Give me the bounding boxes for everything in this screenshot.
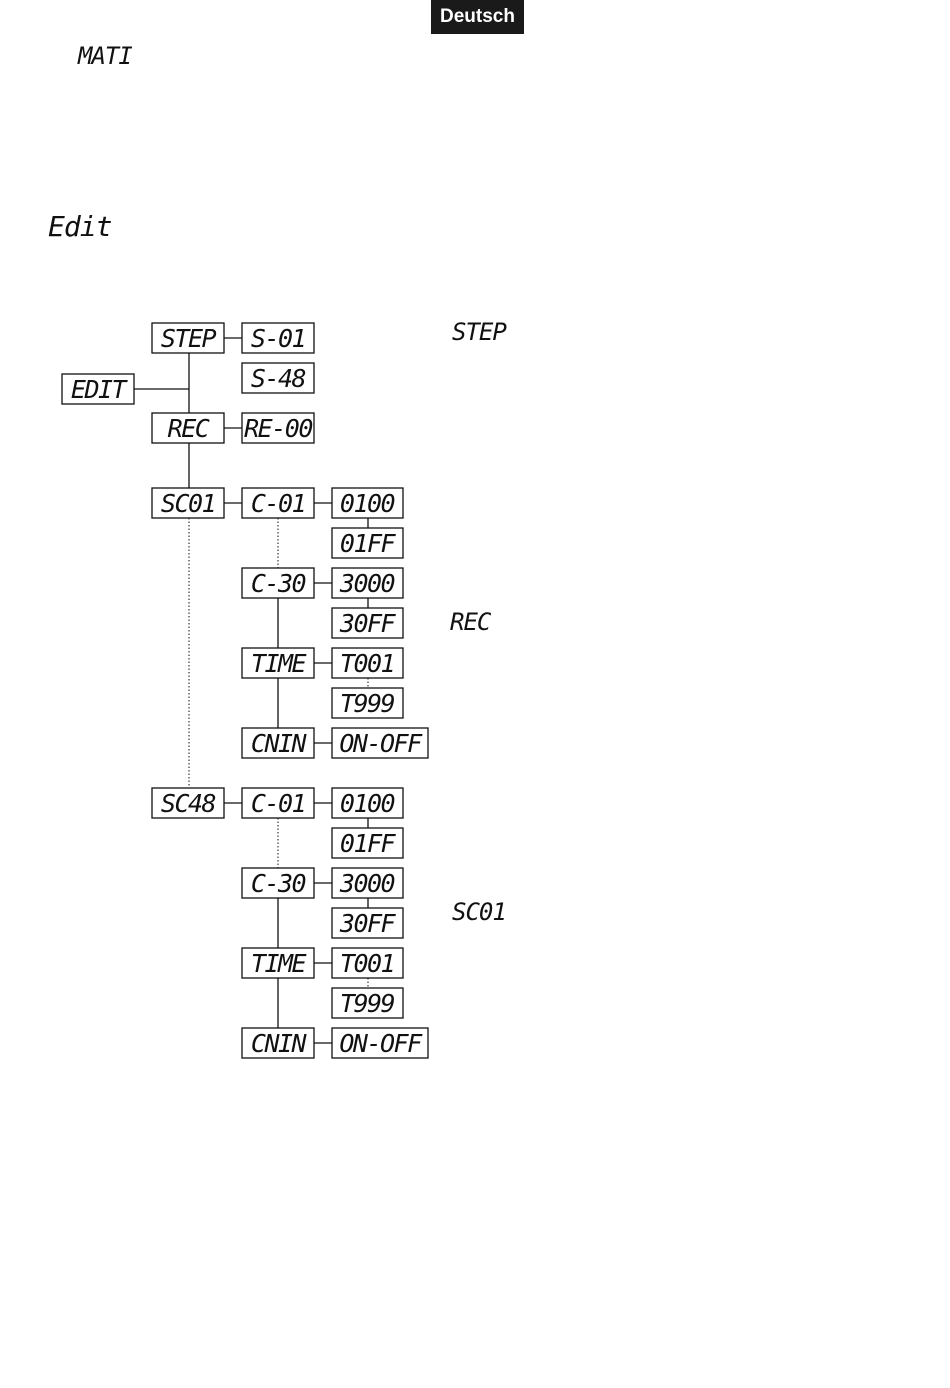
node-rec: REC [152, 413, 224, 443]
node-sc01-label: SC01 [161, 489, 215, 518]
node-b-t999-label: T999 [340, 989, 395, 1018]
node-b-c30-on: 3000 [332, 868, 403, 898]
node-b-c30: C-30 [242, 868, 314, 898]
node-b-c30-off: 30FF [332, 908, 403, 938]
node-a-c30-label: C-30 [251, 569, 306, 598]
node-a-c01: C-01 [242, 488, 314, 518]
node-a-c30: C-30 [242, 568, 314, 598]
node-b-time-label: TIME [251, 949, 307, 978]
node-rec-label: REC [168, 414, 210, 443]
node-sc01: SC01 [152, 488, 224, 518]
node-a-onoff-label: ON-OFF [339, 729, 423, 758]
node-step: STEP [152, 323, 224, 353]
node-a-t999-label: T999 [340, 689, 395, 718]
node-a-cnin: CNIN [242, 728, 314, 758]
node-a-c30-on-label: 3000 [339, 569, 395, 598]
node-b-c01-on-label: 0100 [340, 789, 395, 818]
node-b-c01-on: 0100 [332, 788, 403, 818]
node-re00-label: RE-00 [244, 414, 312, 443]
node-edit: EDIT [62, 374, 134, 404]
node-re00: RE-00 [242, 413, 314, 443]
node-b-cnin: CNIN [242, 1028, 314, 1058]
node-a-c30-off: 30FF [332, 608, 403, 638]
node-b-onoff: ON-OFF [332, 1028, 428, 1058]
node-a-time-label: TIME [251, 649, 307, 678]
node-edit-label: EDIT [71, 375, 129, 404]
node-a-c01-label: C-01 [251, 489, 305, 518]
node-sc48: SC48 [152, 788, 224, 818]
node-b-c30-on-label: 3000 [339, 869, 395, 898]
node-a-c01-off: 01FF [332, 528, 403, 558]
node-s48-label: S-48 [251, 364, 306, 393]
node-a-c01-on-label: 0100 [340, 489, 395, 518]
node-b-c01: C-01 [242, 788, 314, 818]
node-step-label: STEP [161, 324, 217, 353]
node-b-c01-off: 01FF [332, 828, 403, 858]
node-a-cnin-label: CNIN [251, 729, 308, 758]
node-s01: S-01 [242, 323, 314, 353]
node-b-c30-off-label: 30FF [339, 909, 397, 938]
node-s01-label: S-01 [251, 324, 305, 353]
node-b-c01-label: C-01 [251, 789, 305, 818]
node-a-c01-on: 0100 [332, 488, 403, 518]
node-b-onoff-label: ON-OFF [339, 1029, 423, 1058]
node-b-cnin-label: CNIN [251, 1029, 308, 1058]
node-b-t001-label: T001 [340, 949, 394, 978]
node-a-c30-on: 3000 [332, 568, 403, 598]
node-s48: S-48 [242, 363, 314, 393]
node-sc48-label: SC48 [161, 789, 216, 818]
node-b-t001: T001 [332, 948, 403, 978]
node-a-onoff: ON-OFF [332, 728, 428, 758]
node-b-t999: T999 [332, 988, 403, 1018]
node-b-c30-label: C-30 [251, 869, 306, 898]
node-b-time: TIME [242, 948, 314, 978]
node-b-c01-off-label: 01FF [340, 829, 397, 858]
node-a-t001: T001 [332, 648, 403, 678]
node-a-t001-label: T001 [340, 649, 394, 678]
node-a-t999: T999 [332, 688, 403, 718]
node-a-time: TIME [242, 648, 314, 678]
node-a-c30-off-label: 30FF [339, 609, 397, 638]
node-a-c01-off-label: 01FF [340, 529, 397, 558]
